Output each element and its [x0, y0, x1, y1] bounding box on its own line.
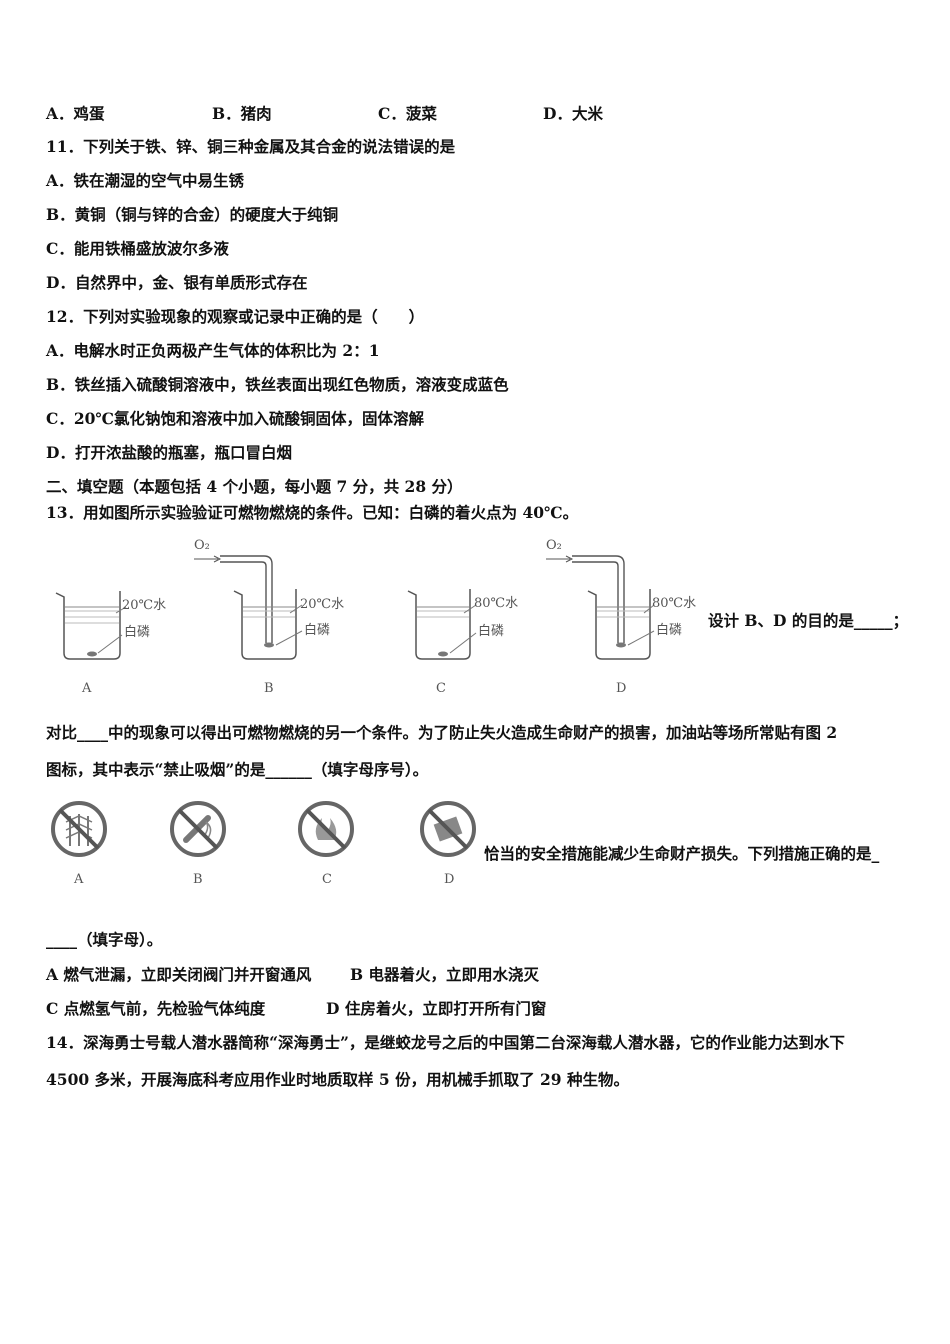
q13-stem: 13．用如图所示实验验证可燃物燃烧的条件。已知：白磷的着火点为 40℃。	[46, 503, 579, 522]
q10-option-c: C．菠菜	[378, 104, 437, 123]
beaker-a-temp: 20℃水	[122, 598, 166, 613]
sign-c: C	[298, 801, 354, 887]
q11-option-b: B．黄铜（铜与锌的合金）的硬度大于纯铜	[46, 205, 339, 224]
beaker-d-substance: 白磷	[656, 622, 682, 638]
q11-stem: 11．下列关于铁、锌、铜三种金属及其合金的说法错误的是	[46, 137, 456, 156]
beaker-b: O₂ 20℃水 白磷 B	[194, 538, 344, 696]
beaker-a: 20℃水 白磷 A	[55, 591, 166, 696]
sign-c-label: C	[322, 872, 332, 887]
beaker-a-label: A	[81, 681, 92, 696]
beaker-b-temp: 20℃水	[300, 597, 344, 612]
q10-option-a: A．鸡蛋	[46, 104, 105, 123]
q13-line3: 图标，其中表示“禁止吸烟”的是______（填字母序号）。	[46, 760, 429, 779]
measure-d: D 住房着火，立即打开所有门窗	[326, 999, 547, 1018]
measure-a: A 燃气泄漏，立即关闭阀门并开窗通风	[46, 965, 312, 984]
measure-c: C 点燃氢气前，先检验气体纯度	[46, 999, 266, 1018]
q12-option-d: D．打开浓盐酸的瓶塞，瓶口冒白烟	[46, 443, 292, 462]
q10-option-d: D．大米	[543, 104, 603, 123]
beaker-c: 80℃水 白磷 C	[407, 589, 518, 696]
q12-option-a: A．电解水时正负两极产生气体的体积比为 2：1	[46, 341, 380, 360]
q12-stem: 12．下列对实验现象的观察或记录中正确的是（ ）	[46, 307, 425, 326]
q14-line2: 4500 多米，开展海底科考应用作业时地质取样 5 份，用机械手抓取了 29 种…	[46, 1070, 629, 1089]
sign-d: D	[420, 801, 476, 887]
sign-a: A	[51, 801, 107, 887]
q13-line2: 对比____中的现象可以得出可燃物燃烧的另一个条件。为了防止失火造成生命财产的损…	[46, 723, 838, 742]
q10-option-b: B．猪肉	[212, 104, 272, 123]
section-title: 二、填空题（本题包括 4 个小题，每小题 7 分，共 28 分）	[46, 477, 463, 496]
q13-line4: ____（填字母）。	[46, 930, 163, 949]
beaker-c-substance: 白磷	[478, 623, 504, 639]
q11-option-a: A．铁在潮湿的空气中易生锈	[46, 171, 245, 190]
q13-design-text: 设计 B、D 的目的是_____；	[708, 611, 909, 630]
sign-b: B	[170, 801, 226, 887]
sign-d-label: D	[444, 872, 454, 887]
q12-option-b: B．铁丝插入硫酸铜溶液中，铁丝表面出现红色物质，溶液变成蓝色	[46, 375, 509, 394]
beaker-b-label: B	[264, 681, 274, 696]
sign-a-label: A	[73, 872, 84, 887]
q11-option-d: D．自然界中，金、银有单质形式存在	[46, 273, 308, 292]
q11-option-c: C．能用铁桶盛放波尔多液	[46, 239, 229, 258]
beaker-b-o2: O₂	[194, 538, 210, 553]
sign-figure: A B C D	[46, 798, 486, 890]
q14-line1: 14．深海勇士号载人潜水器简称“深海勇士”，是继蛟龙号之后的中国第二台深海载人潜…	[46, 1033, 845, 1052]
beaker-d: O₂ 80℃水 白磷 D	[546, 538, 696, 696]
beaker-d-temp: 80℃水	[652, 596, 696, 611]
beaker-c-label: C	[436, 681, 446, 696]
beaker-d-label: D	[616, 681, 626, 696]
measure-b: B 电器着火，立即用水浇灭	[350, 965, 539, 984]
beaker-figure: 20℃水 白磷 A O₂ 20℃水 白磷 B	[46, 535, 706, 700]
q13-safety-text: 恰当的安全措施能减少生命财产损失。下列措施正确的是_	[484, 844, 880, 863]
beaker-a-substance: 白磷	[124, 624, 150, 640]
q12-option-c: C．20℃氯化钠饱和溶液中加入硫酸铜固体，固体溶解	[46, 409, 424, 428]
sign-b-label: B	[193, 872, 203, 887]
beaker-d-o2: O₂	[546, 538, 562, 553]
beaker-b-substance: 白磷	[304, 622, 330, 638]
beaker-c-temp: 80℃水	[474, 596, 518, 611]
